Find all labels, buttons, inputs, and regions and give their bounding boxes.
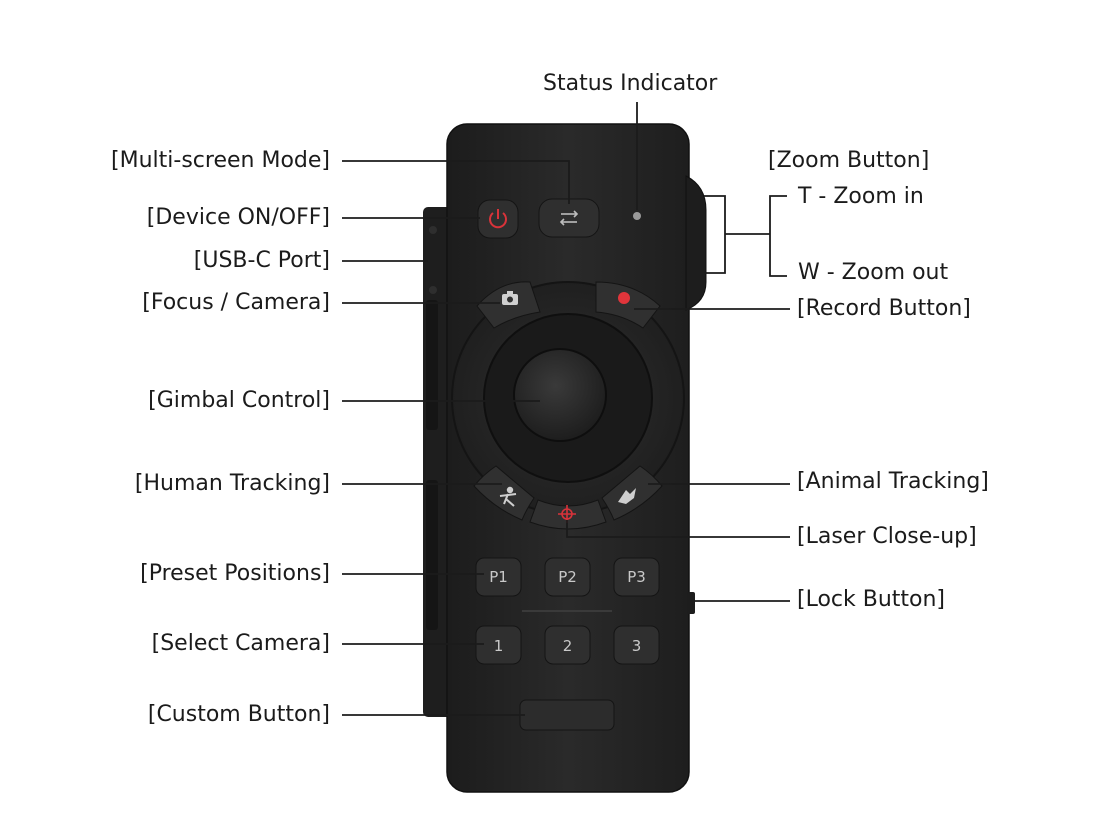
focus-camera-label: [Focus / Camera] [142,290,330,315]
animal-tracking-label: [Animal Tracking] [797,469,989,494]
camera-3-label: 3 [632,637,642,655]
camera-icon [502,291,518,305]
multi-screen-button[interactable] [538,198,600,238]
preset-p3-label: P3 [627,568,646,586]
camera-buttons: 1 2 3 [475,625,660,665]
custom-button-label: [Custom Button] [147,702,330,727]
preset-positions-label: [Preset Positions] [140,561,330,586]
custom-button[interactable] [519,699,615,731]
camera-button-1[interactable]: 1 [475,625,522,665]
status-led [633,212,641,220]
animal-icon [618,488,636,504]
human-icon [499,486,517,507]
camera-1-label: 1 [494,637,504,655]
preset-p2-label: P2 [558,568,577,586]
side-rail [423,207,453,717]
zoom-button-label: [Zoom Button] [768,148,930,173]
lock-button-label: [Lock Button] [797,587,946,612]
status-indicator-label: Status Indicator [543,71,718,96]
record-button[interactable] [595,281,661,329]
gimbal-joystick[interactable] [513,348,607,442]
animal-tracking-button[interactable] [601,465,663,521]
laser-close-up-label: [Laser Close-up] [797,524,977,549]
camera-button-3[interactable]: 3 [613,625,660,665]
leader-lines [342,102,790,716]
power-icon [489,209,507,229]
device-on-off-label: [Device ON/OFF] [146,205,330,230]
preset-button-p1[interactable]: P1 [475,557,522,597]
focus-camera-button[interactable] [476,281,541,329]
laser-close-up-button[interactable] [529,499,607,530]
gimbal-control-label: [Gimbal Control] [148,388,330,413]
zoom-out-label: W - Zoom out [798,260,949,285]
zoom-rocker[interactable] [685,175,707,311]
preset-button-p2[interactable]: P2 [544,557,591,597]
human-tracking-button[interactable] [473,465,535,521]
record-button-label: [Record Button] [797,296,971,321]
power-button[interactable] [477,199,519,239]
record-icon [618,292,630,304]
usb-c-port-label: [USB-C Port] [193,248,330,273]
select-camera-label: [Select Camera] [151,631,330,656]
zoom-in-label: T - Zoom in [798,184,924,209]
camera-2-label: 2 [563,637,573,655]
swap-arrows-icon [559,210,579,226]
human-tracking-label: [Human Tracking] [134,471,330,496]
preset-p1-label: P1 [489,568,508,586]
preset-buttons: P1 P2 P3 [475,557,660,597]
preset-button-p3[interactable]: P3 [613,557,660,597]
multi-screen-mode-label: [Multi-screen Mode] [111,148,330,173]
camera-button-2[interactable]: 2 [544,625,591,665]
lock-button[interactable] [687,592,695,614]
